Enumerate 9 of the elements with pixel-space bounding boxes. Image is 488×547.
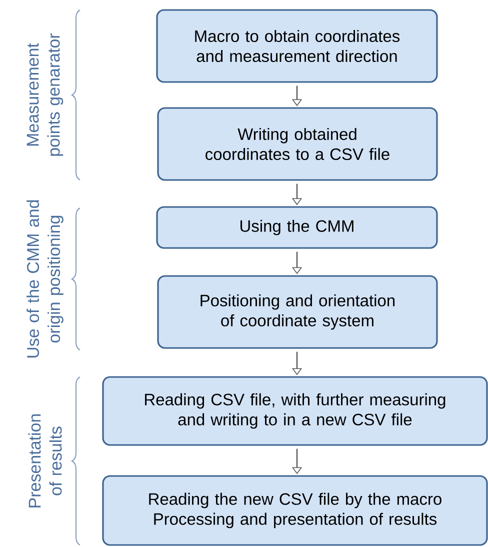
process-box: Positioning and orientation of coordinate system <box>157 275 438 349</box>
process-box: Reading the new CSV file by the macro Processing and presentation of results <box>102 475 488 546</box>
side-label: Presentation of results <box>28 414 62 508</box>
process-box: Writing obtained coordinates to a CSV file <box>157 107 438 181</box>
process-box: Using the CMM <box>156 206 438 249</box>
process-box: Reading CSV file, with further measuring and writing to in a new CSV file <box>102 376 488 446</box>
process-box: Macro to obtain coordinates and measurement direction <box>156 9 438 83</box>
side-label: Use of the CMM and origin positioning <box>26 200 64 358</box>
side-label: Measurement points genarator <box>26 33 64 156</box>
